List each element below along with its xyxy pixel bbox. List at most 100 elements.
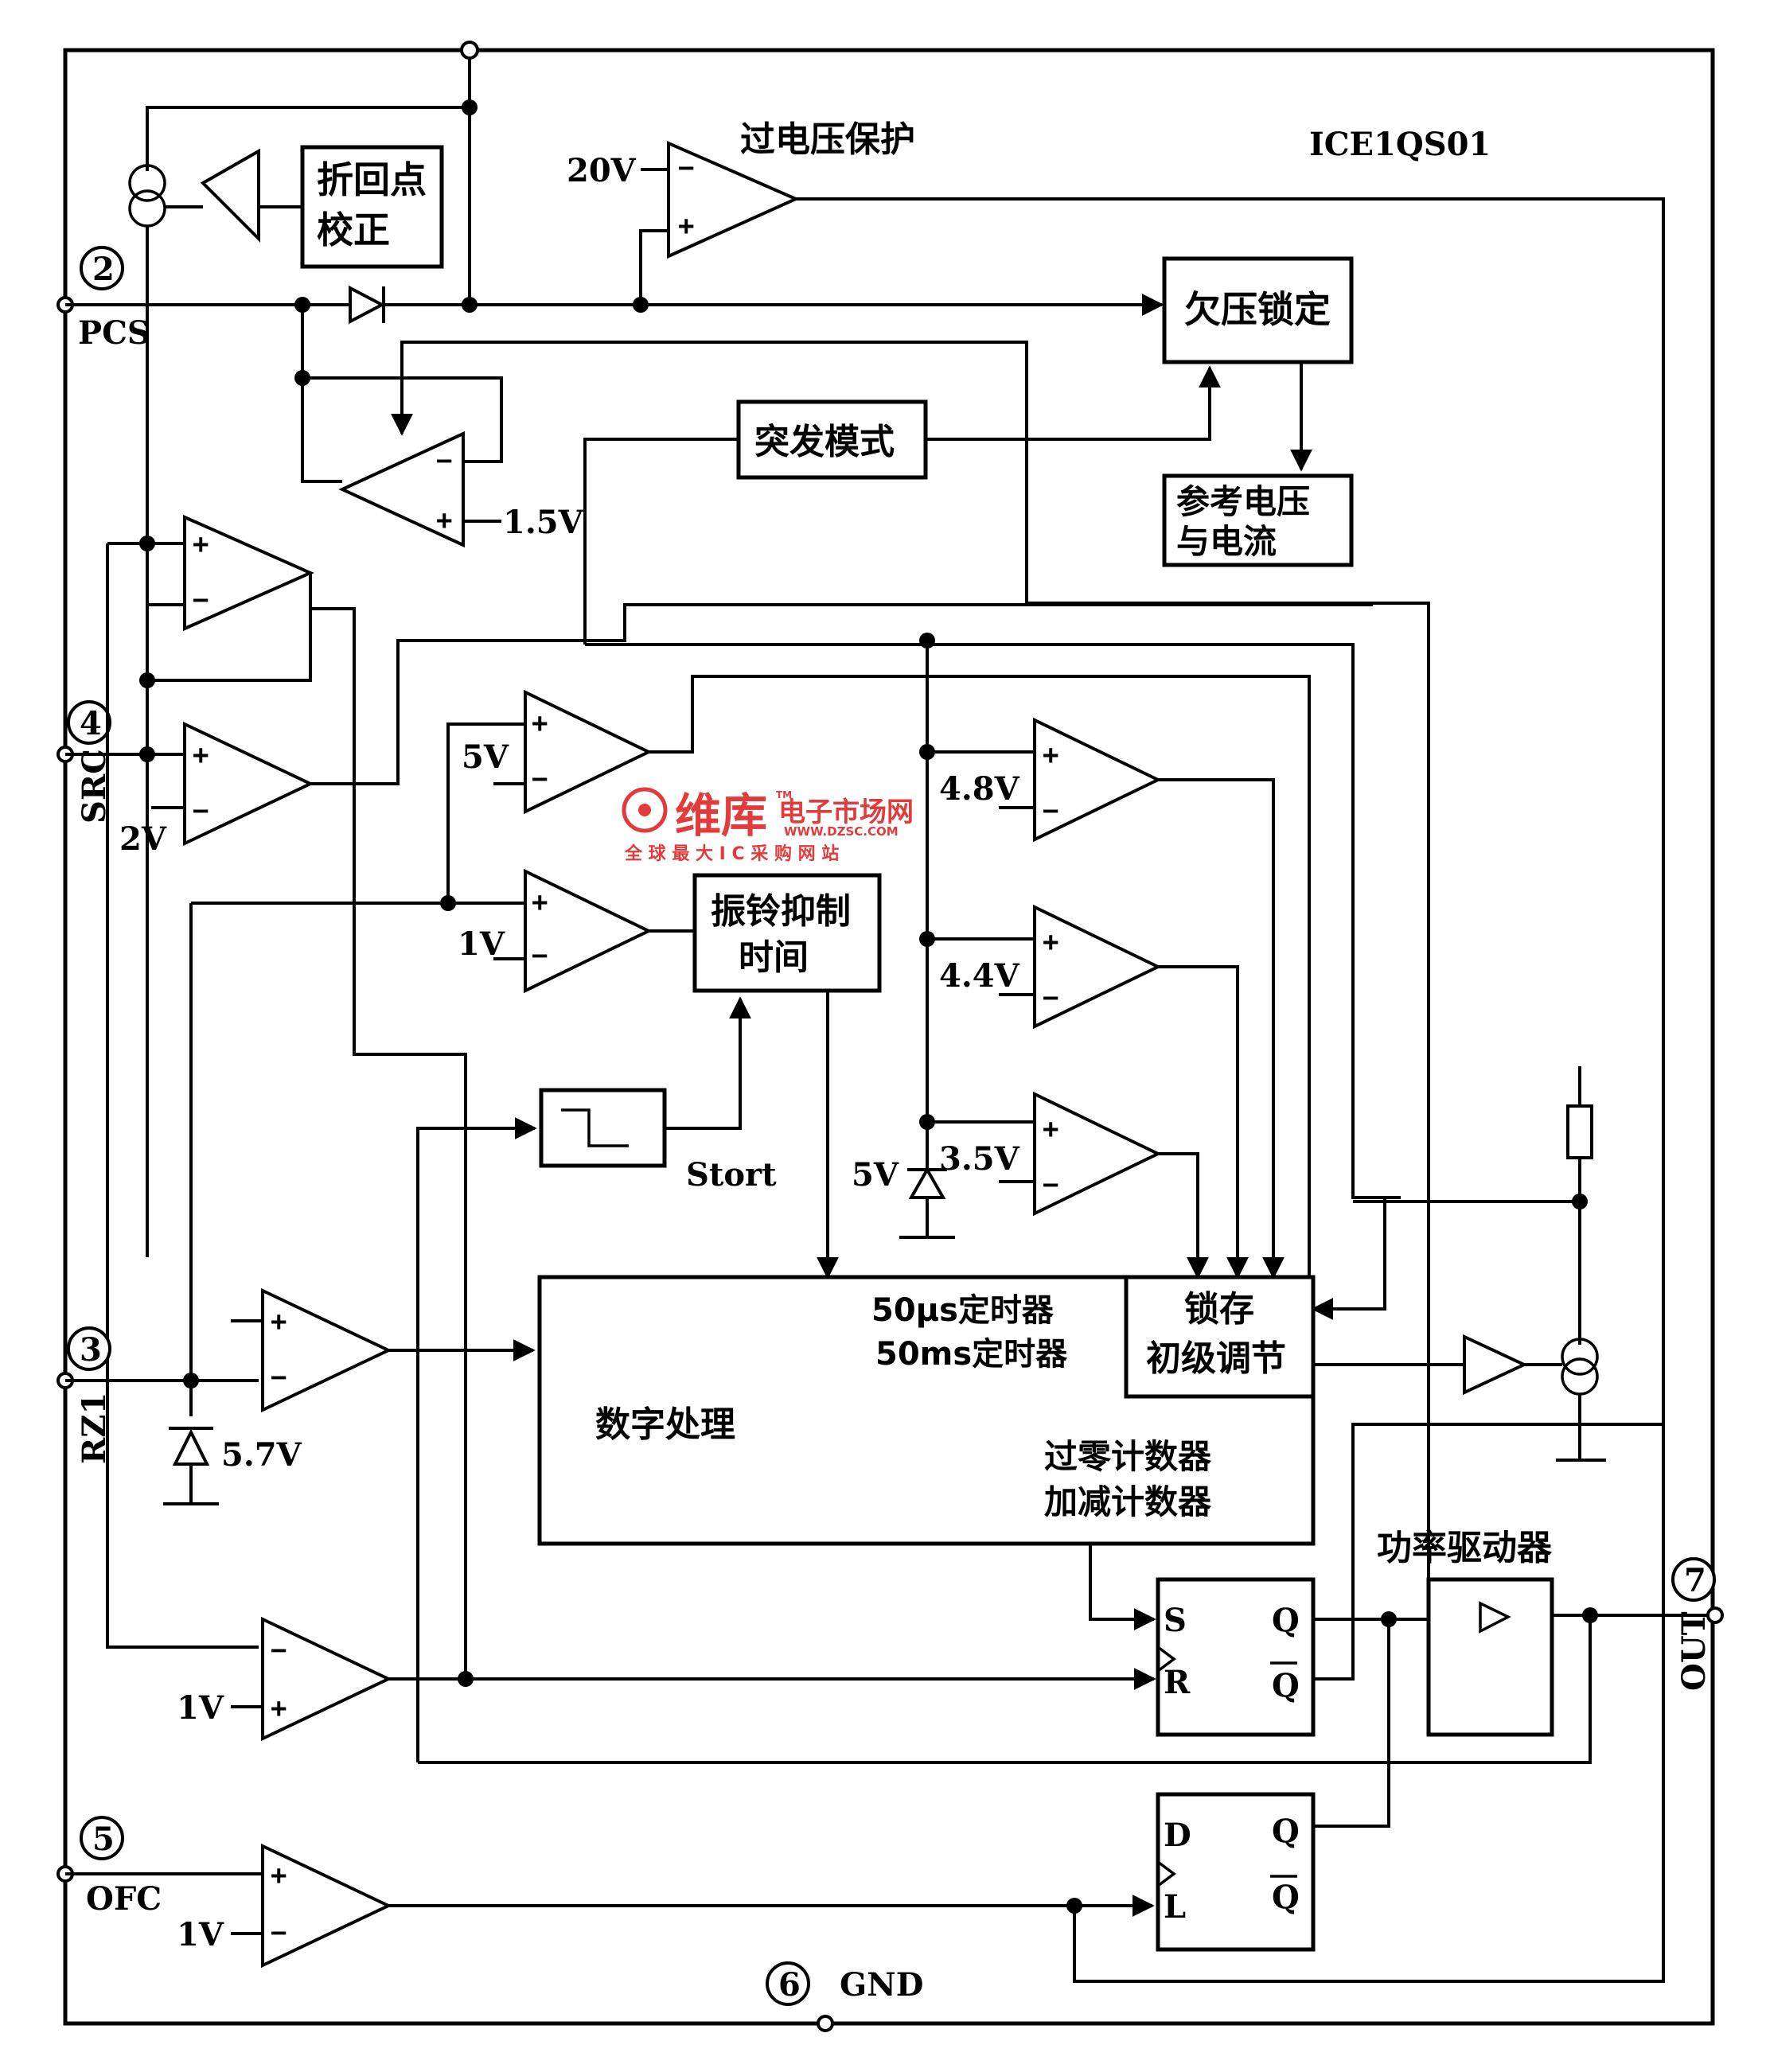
zener-5v-icon (899, 1122, 955, 1239)
pin5-number: 5 (92, 1821, 115, 1858)
zener-5-7v-icon (163, 1427, 219, 1505)
pin3-number: 3 (80, 1331, 102, 1369)
foldback-label-2: 校正 (317, 208, 390, 251)
pin4-number-circle (67, 700, 111, 745)
pin7-name: OUT (1675, 1611, 1713, 1691)
svg-text:−: − (532, 763, 548, 795)
latch-label-2: 初级调节 (1146, 1338, 1286, 1379)
watermark: 维库 电子市场网 TM WWW.DZSC.COM 全 球 最 大 I C 采 购… (622, 787, 914, 864)
svg-text:+: + (193, 528, 209, 560)
src-comparator-2v (183, 721, 314, 847)
foldback-label-1: 折回点 (317, 158, 427, 201)
src-comparator-top (183, 514, 314, 632)
timer-label-2: 50ms定时器 (875, 1336, 1068, 1373)
latch-block (1124, 1275, 1316, 1399)
svg-text:+: + (436, 504, 452, 536)
watermark-slogan: 全 球 最 大 I C 采 购 网 站 (624, 843, 839, 864)
svg-text:−: − (271, 1634, 287, 1666)
uvlo-block (1162, 256, 1354, 364)
rs-flipflop (1156, 1577, 1316, 1737)
comparator-1v (524, 868, 653, 994)
digital-label: 数字处理 (595, 1404, 735, 1445)
latch-label-1: 锁存 (1184, 1289, 1254, 1330)
pin5-name: OFC (86, 1880, 162, 1918)
burst-mode-label: 突发模式 (754, 422, 895, 462)
reference-block (1162, 473, 1354, 567)
ofc-comparator (261, 1843, 392, 1969)
burst-mode-block (736, 399, 928, 480)
rs-r-label: R (1164, 1664, 1191, 1701)
timer-label-1: 50μs定时器 (871, 1292, 1055, 1329)
zener-5v-label: 5V (852, 1156, 899, 1194)
ringing-suppression-block (692, 873, 882, 993)
ref-1v-b: 1V (177, 1689, 224, 1727)
watermark-brand: 维库 (675, 789, 767, 843)
comparator-4-4v (1033, 904, 1162, 1030)
ref-20v: 20V (567, 152, 637, 189)
svg-text:+: + (193, 739, 209, 771)
pin7-number-circle (1671, 1557, 1716, 1602)
pin6-number: 6 (778, 1966, 801, 2004)
svg-text:−: − (193, 795, 209, 827)
svg-text:−: − (678, 152, 694, 184)
ringing-label-2: 时间 (739, 937, 809, 978)
pin4-number: 4 (80, 705, 102, 742)
rs-qbar-label: Q (1272, 1667, 1300, 1704)
pin2-number-circle (80, 246, 124, 290)
pin6-terminal (817, 2015, 834, 2032)
overvoltage-comparator (667, 140, 800, 259)
watermark-site: 电子市场网 (778, 796, 914, 828)
pin2-number: 2 (92, 251, 115, 288)
rs-q-label: Q (1272, 1602, 1300, 1639)
comparator-4-8v (1033, 717, 1162, 843)
ref-4-4v: 4.4V (939, 957, 1020, 995)
driver-label: 功率驱动器 (1377, 1528, 1553, 1568)
rz1-comparator (261, 1287, 392, 1413)
ref-1v-a: 1V (458, 925, 505, 963)
svg-text:+: + (1043, 1113, 1058, 1145)
reference-label-2: 与电流 (1176, 522, 1277, 561)
pin3-name: RZ1 (76, 1392, 113, 1464)
watermark-tm: TM (776, 789, 792, 800)
pin7-terminal (1706, 1607, 1724, 1624)
ref-1v-c: 1V (177, 1916, 224, 1953)
svg-text:−: − (193, 584, 209, 616)
pin5-number-circle (80, 1816, 124, 1860)
svg-text:+: + (271, 1306, 287, 1338)
resistor-icon (1566, 1066, 1593, 1202)
d-qbar-label: Q (1272, 1879, 1300, 1916)
overvoltage-label: 过电压保护 (740, 119, 915, 160)
svg-text:+: + (532, 886, 548, 918)
ref-5v: 5V (462, 738, 509, 776)
d-d-label: D (1164, 1817, 1191, 1854)
top-terminal (460, 41, 479, 60)
d-l-label: L (1164, 1888, 1186, 1926)
svg-text:−: − (271, 1917, 287, 1949)
ref-4-8v: 4.8V (939, 770, 1020, 808)
svg-text:−: − (271, 1361, 287, 1393)
ref-2v: 2V (119, 820, 167, 858)
comparator-3-5v (1033, 1091, 1162, 1217)
svg-text:+: + (1043, 926, 1058, 958)
pin3-number-circle (67, 1326, 111, 1371)
d-flipflop (1156, 1792, 1316, 1952)
ref-1-5v: 1.5V (503, 504, 584, 541)
foldback-correction-block (300, 145, 444, 269)
reference-label-1: 参考电压 (1176, 482, 1310, 521)
comparator-5v (524, 689, 653, 815)
start-label: Stort (686, 1156, 777, 1194)
svg-text:−: − (1043, 982, 1058, 1014)
ref-3-5v: 3.5V (939, 1140, 1020, 1178)
buffer-triangle (200, 148, 260, 243)
rs-s-label: S (1164, 1602, 1187, 1639)
svg-text:−: − (1043, 1169, 1058, 1201)
zener-5-7v-label: 5.7V (221, 1436, 302, 1474)
svg-text:−: − (436, 445, 452, 477)
power-driver-block (1426, 1577, 1554, 1737)
chip-name: ICE1QS01 (1309, 126, 1491, 163)
reset-comparator (261, 1616, 392, 1742)
pin7-number: 7 (1684, 1562, 1706, 1599)
svg-text:+: + (271, 1692, 287, 1724)
svg-text:+: + (271, 1860, 287, 1891)
svg-text:+: + (532, 707, 548, 739)
